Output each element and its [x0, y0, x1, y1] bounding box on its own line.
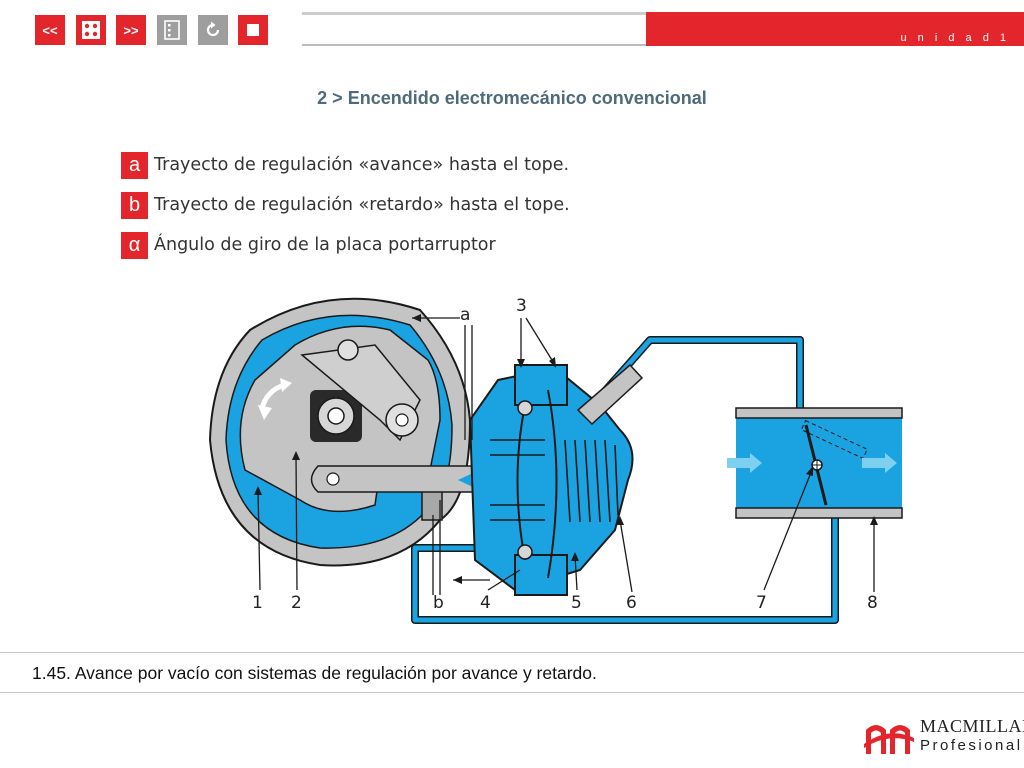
- label-7: 7: [756, 593, 767, 613]
- legend-text: Trayecto de regulación «retardo» hasta e…: [154, 195, 570, 215]
- label-8: 8: [867, 593, 878, 613]
- figure-caption: 1.45. Avance por vacío con sistemas de r…: [0, 652, 1024, 693]
- macmillan-m-icon: [864, 725, 914, 754]
- label-a: a: [460, 305, 470, 325]
- back-button[interactable]: [198, 15, 228, 45]
- label-5: 5: [571, 593, 582, 613]
- label-2: 2: [291, 593, 302, 613]
- legend-text: Ángulo de giro de la placa portarruptor: [154, 235, 496, 255]
- exit-button[interactable]: [238, 15, 268, 45]
- prev-button[interactable]: <<: [35, 15, 65, 45]
- label-3: 3: [516, 296, 527, 316]
- legend-item-b: b Trayecto de regulación «retardo» hasta…: [121, 191, 570, 219]
- unit-label: u n i d a d 1: [900, 32, 1010, 44]
- prev-label: <<: [42, 22, 58, 38]
- throttle-body: [727, 407, 903, 519]
- logo-brand: MACMILLAN: [920, 716, 1024, 736]
- undo-icon: [206, 21, 220, 37]
- header-bar: u n i d a d 1: [646, 12, 1024, 46]
- logo-sub: Profesional: [920, 737, 1023, 754]
- legend-item-a: a Trayecto de regulación «avance» hasta …: [121, 151, 569, 179]
- label-1: 1: [252, 593, 263, 613]
- legend-item-alpha: α Ángulo de giro de la placa portarrupto…: [121, 231, 496, 259]
- header-rule: [302, 12, 646, 46]
- vacuum-capsule: [468, 363, 644, 596]
- index-button[interactable]: [76, 15, 106, 45]
- stop-icon: [247, 24, 259, 36]
- legend-key: α: [121, 231, 148, 259]
- page-title: 2 > Encendido electromecánico convencion…: [317, 88, 707, 108]
- label-4: 4: [480, 593, 491, 613]
- distributor: [208, 297, 472, 567]
- macmillan-logo: MACMILLAN Profesional: [864, 713, 1024, 759]
- legend-key: b: [121, 191, 148, 219]
- legend-key: a: [121, 151, 148, 179]
- contents-button[interactable]: [157, 15, 187, 45]
- next-button[interactable]: >>: [116, 15, 146, 45]
- label-b: b: [433, 593, 444, 613]
- list-icon: [164, 20, 180, 40]
- label-6: 6: [626, 593, 637, 613]
- next-label: >>: [123, 22, 139, 38]
- dice-icon: [82, 21, 100, 39]
- legend-text: Trayecto de regulación «avance» hasta el…: [154, 155, 570, 175]
